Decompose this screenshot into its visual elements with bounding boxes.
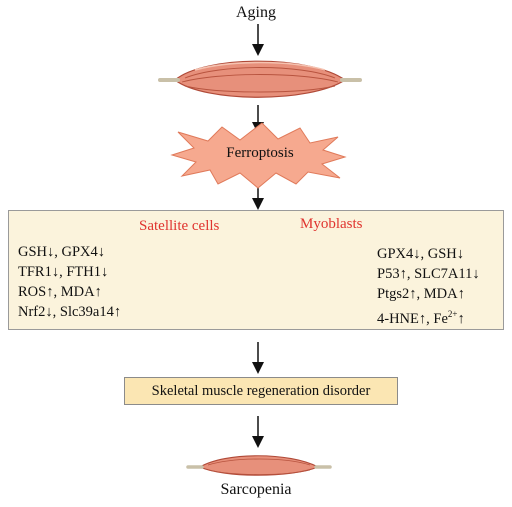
myoblast-marker-4: 4-HNE↑, Fe2+↑ bbox=[377, 304, 465, 329]
satellite-cells-title: Satellite cells bbox=[139, 218, 220, 234]
satellite-marker-2: TFR1↓, FTH1↓ bbox=[18, 264, 109, 280]
myoblast-marker-3: Ptgs2↑, MDA↑ bbox=[377, 286, 465, 302]
myoblast-marker-1: GPX4↓, GSH↓ bbox=[377, 246, 465, 262]
myoblast-marker-4-prefix: 4-HNE↑, Fe bbox=[377, 310, 448, 327]
myoblast-marker-4-suffix: ↑ bbox=[457, 310, 465, 327]
myoblasts-title: Myoblasts bbox=[300, 216, 363, 232]
satellite-marker-4: Nrf2↓, Slc39a14↑ bbox=[18, 304, 122, 320]
muscle-icon-top bbox=[158, 60, 362, 98]
muscle-icon-bottom bbox=[186, 455, 332, 476]
ferroptosis-burst-shape bbox=[170, 122, 347, 189]
ferroptosis-label: Ferroptosis bbox=[226, 145, 294, 161]
satellite-marker-3: ROS↑, MDA↑ bbox=[18, 284, 102, 300]
regeneration-disorder-box: Skeletal muscle regeneration disorder bbox=[124, 377, 398, 405]
sarcopenia-label: Sarcopenia bbox=[220, 481, 292, 498]
myoblast-marker-2: P53↑, SLC7A11↓ bbox=[377, 266, 480, 282]
iron-charge-superscript: 2+ bbox=[447, 309, 458, 319]
aging-label: Aging bbox=[236, 4, 276, 21]
ferroptosis-markers-panel bbox=[8, 210, 504, 330]
satellite-marker-1: GSH↓, GPX4↓ bbox=[18, 244, 106, 260]
